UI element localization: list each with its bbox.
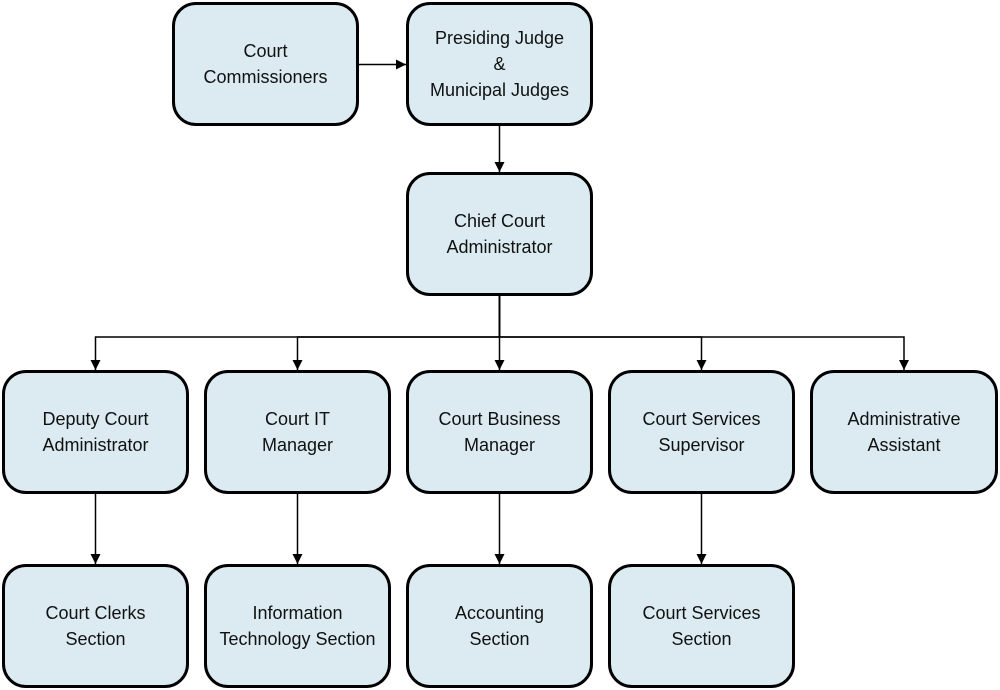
node-label-line: Administrator bbox=[446, 237, 553, 257]
node-label-line: Court Services bbox=[642, 603, 761, 623]
node-label-line: Supervisor bbox=[658, 435, 745, 455]
node-label-line: Presiding Judge bbox=[434, 28, 565, 48]
node-label-line: Court Services bbox=[642, 409, 761, 429]
connector-chief_admin-to-services_supervisor bbox=[498, 296, 707, 370]
node-label-line: Information bbox=[252, 603, 343, 623]
node-label-line: Technology Section bbox=[219, 629, 376, 649]
node-court-it-manager: Court IT Manager bbox=[204, 370, 391, 494]
node-administrative-assistant: Administrative Assistant bbox=[810, 370, 998, 494]
node-court-clerks-section: Court Clerks Section bbox=[2, 564, 189, 688]
node-label-line: Section bbox=[671, 629, 732, 649]
node-chief-court-administrator: Chief Court Administrator bbox=[406, 172, 593, 296]
node-presiding-judge: Presiding Judge & Municipal Judges bbox=[406, 2, 593, 126]
node-label-line: Administrator bbox=[42, 435, 149, 455]
node-label-line: Section bbox=[469, 629, 530, 649]
node-label-line: Deputy Court bbox=[42, 409, 149, 429]
node-accounting-section: Accounting Section bbox=[406, 564, 593, 688]
node-label-line: Court bbox=[243, 41, 288, 61]
node-label-line: Court IT bbox=[264, 409, 330, 429]
node-deputy-court-administrator: Deputy Court Administrator bbox=[2, 370, 189, 494]
node-label-line: Accounting bbox=[454, 603, 545, 623]
node-label-line: & bbox=[493, 54, 506, 74]
node-label-line: Administrative bbox=[847, 409, 961, 429]
node-information-technology-section: Information Technology Section bbox=[204, 564, 391, 688]
node-court-business-manager: Court Business Manager bbox=[406, 370, 593, 494]
node-court-commissioners: Court Commissioners bbox=[172, 2, 359, 126]
node-label-line: Municipal Judges bbox=[429, 80, 570, 100]
node-label-line: Assistant bbox=[867, 435, 941, 455]
node-label-line: Court Business bbox=[438, 409, 561, 429]
node-label-line: Manager bbox=[261, 435, 334, 455]
node-label-line: Manager bbox=[463, 435, 536, 455]
connector-chief_admin-to-admin_assistant bbox=[498, 296, 909, 370]
node-label-line: Section bbox=[65, 629, 126, 649]
node-label-line: Chief Court bbox=[453, 211, 546, 231]
node-court-services-supervisor: Court Services Supervisor bbox=[608, 370, 795, 494]
node-label-line: Commissioners bbox=[203, 67, 328, 87]
node-court-services-section: Court Services Section bbox=[608, 564, 795, 688]
connector-chief_admin-to-it_manager bbox=[292, 296, 501, 370]
node-label-line: Court Clerks bbox=[45, 603, 146, 623]
